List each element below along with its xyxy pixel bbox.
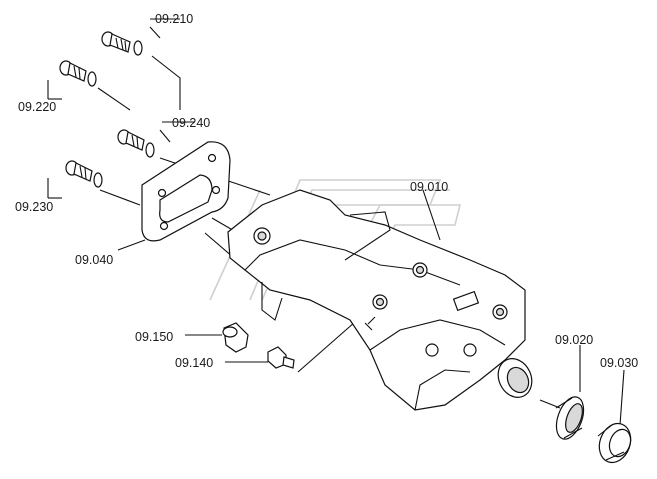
gasket-09040 [141, 141, 231, 242]
label-09220: 09.220 [18, 100, 57, 114]
label-09140: 09.140 [175, 356, 214, 370]
label-09010: 09.010 [410, 180, 449, 194]
seal-09020 [555, 396, 585, 440]
label-09240: 09.240 [172, 116, 211, 130]
label-09020: 09.020 [555, 333, 594, 347]
label-09030: 09.030 [600, 356, 639, 370]
bolt-09240 [117, 129, 155, 158]
housing-09010 [227, 189, 533, 411]
label-09040: 09.040 [75, 253, 114, 267]
bolt-09220 [59, 60, 97, 87]
label-09230: 09.230 [15, 200, 54, 214]
fitting-09140 [267, 346, 295, 369]
bolt-09210 [101, 31, 143, 56]
plug-09150 [222, 322, 249, 353]
ring-09030 [597, 422, 632, 464]
label-09210: 09.210 [155, 12, 194, 26]
label-09150: 09.150 [135, 330, 174, 344]
bolt-09230 [65, 160, 103, 188]
